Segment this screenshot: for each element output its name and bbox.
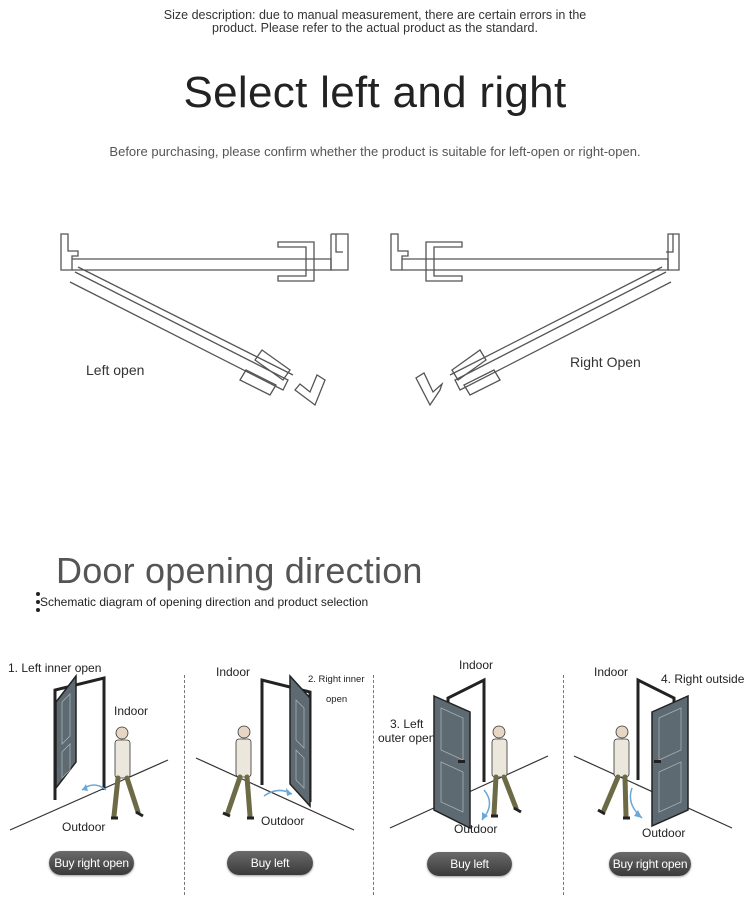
panel-2-caption-line2: open [326, 694, 348, 705]
size-description: Size description: due to manual measurem… [0, 9, 750, 35]
panel-divider [563, 675, 564, 895]
panel-divider [184, 675, 185, 895]
panel-1-outdoor-label: Outdoor [62, 820, 106, 834]
panel-4-caption: 4. Right outside [661, 672, 745, 686]
panel-3-indoor-label: Indoor [459, 658, 494, 672]
size-description-line1: Size description: due to manual measurem… [163, 8, 587, 22]
buy-left-button[interactable]: Buy left [427, 852, 512, 876]
section-subtitle: Schematic diagram of opening direction a… [40, 595, 369, 609]
section-title: Door opening direction [56, 550, 423, 591]
panel-2-door-illustration [195, 674, 355, 831]
buy-right-open-button[interactable]: Buy right open [49, 851, 134, 875]
left-open-label: Left open [86, 362, 145, 378]
buy-right-open-button[interactable]: Buy right open [609, 852, 691, 876]
panel-2-caption-line1: 2. Right inner [308, 674, 365, 685]
panel-2-indoor-label: Indoor [216, 665, 251, 679]
panel-4-outdoor-label: Outdoor [642, 826, 686, 840]
panel-3-door-illustration [389, 677, 549, 830]
panel-4-door-illustration [573, 677, 733, 829]
right-open-label: Right Open [570, 354, 641, 370]
bullet-dots [36, 592, 40, 616]
panel-divider [373, 675, 374, 895]
panel-3-caption-line1: 3. Left [390, 717, 424, 731]
page-title: Select left and right [183, 68, 567, 117]
panel-2-outdoor-label: Outdoor [261, 814, 305, 828]
panel-3-caption-line2: outer open [378, 731, 436, 745]
size-description-line2: product. Please refer to the actual prod… [212, 21, 538, 35]
panel-1-indoor-label: Indoor [114, 704, 149, 718]
panel-1-caption: 1. Left inner open [8, 661, 102, 675]
page-subtitle: Before purchasing, please confirm whethe… [109, 144, 641, 159]
panel-1-door-illustration [9, 673, 169, 831]
panel-4-indoor-label: Indoor [594, 665, 629, 679]
buy-left-button[interactable]: Buy left [227, 851, 313, 875]
